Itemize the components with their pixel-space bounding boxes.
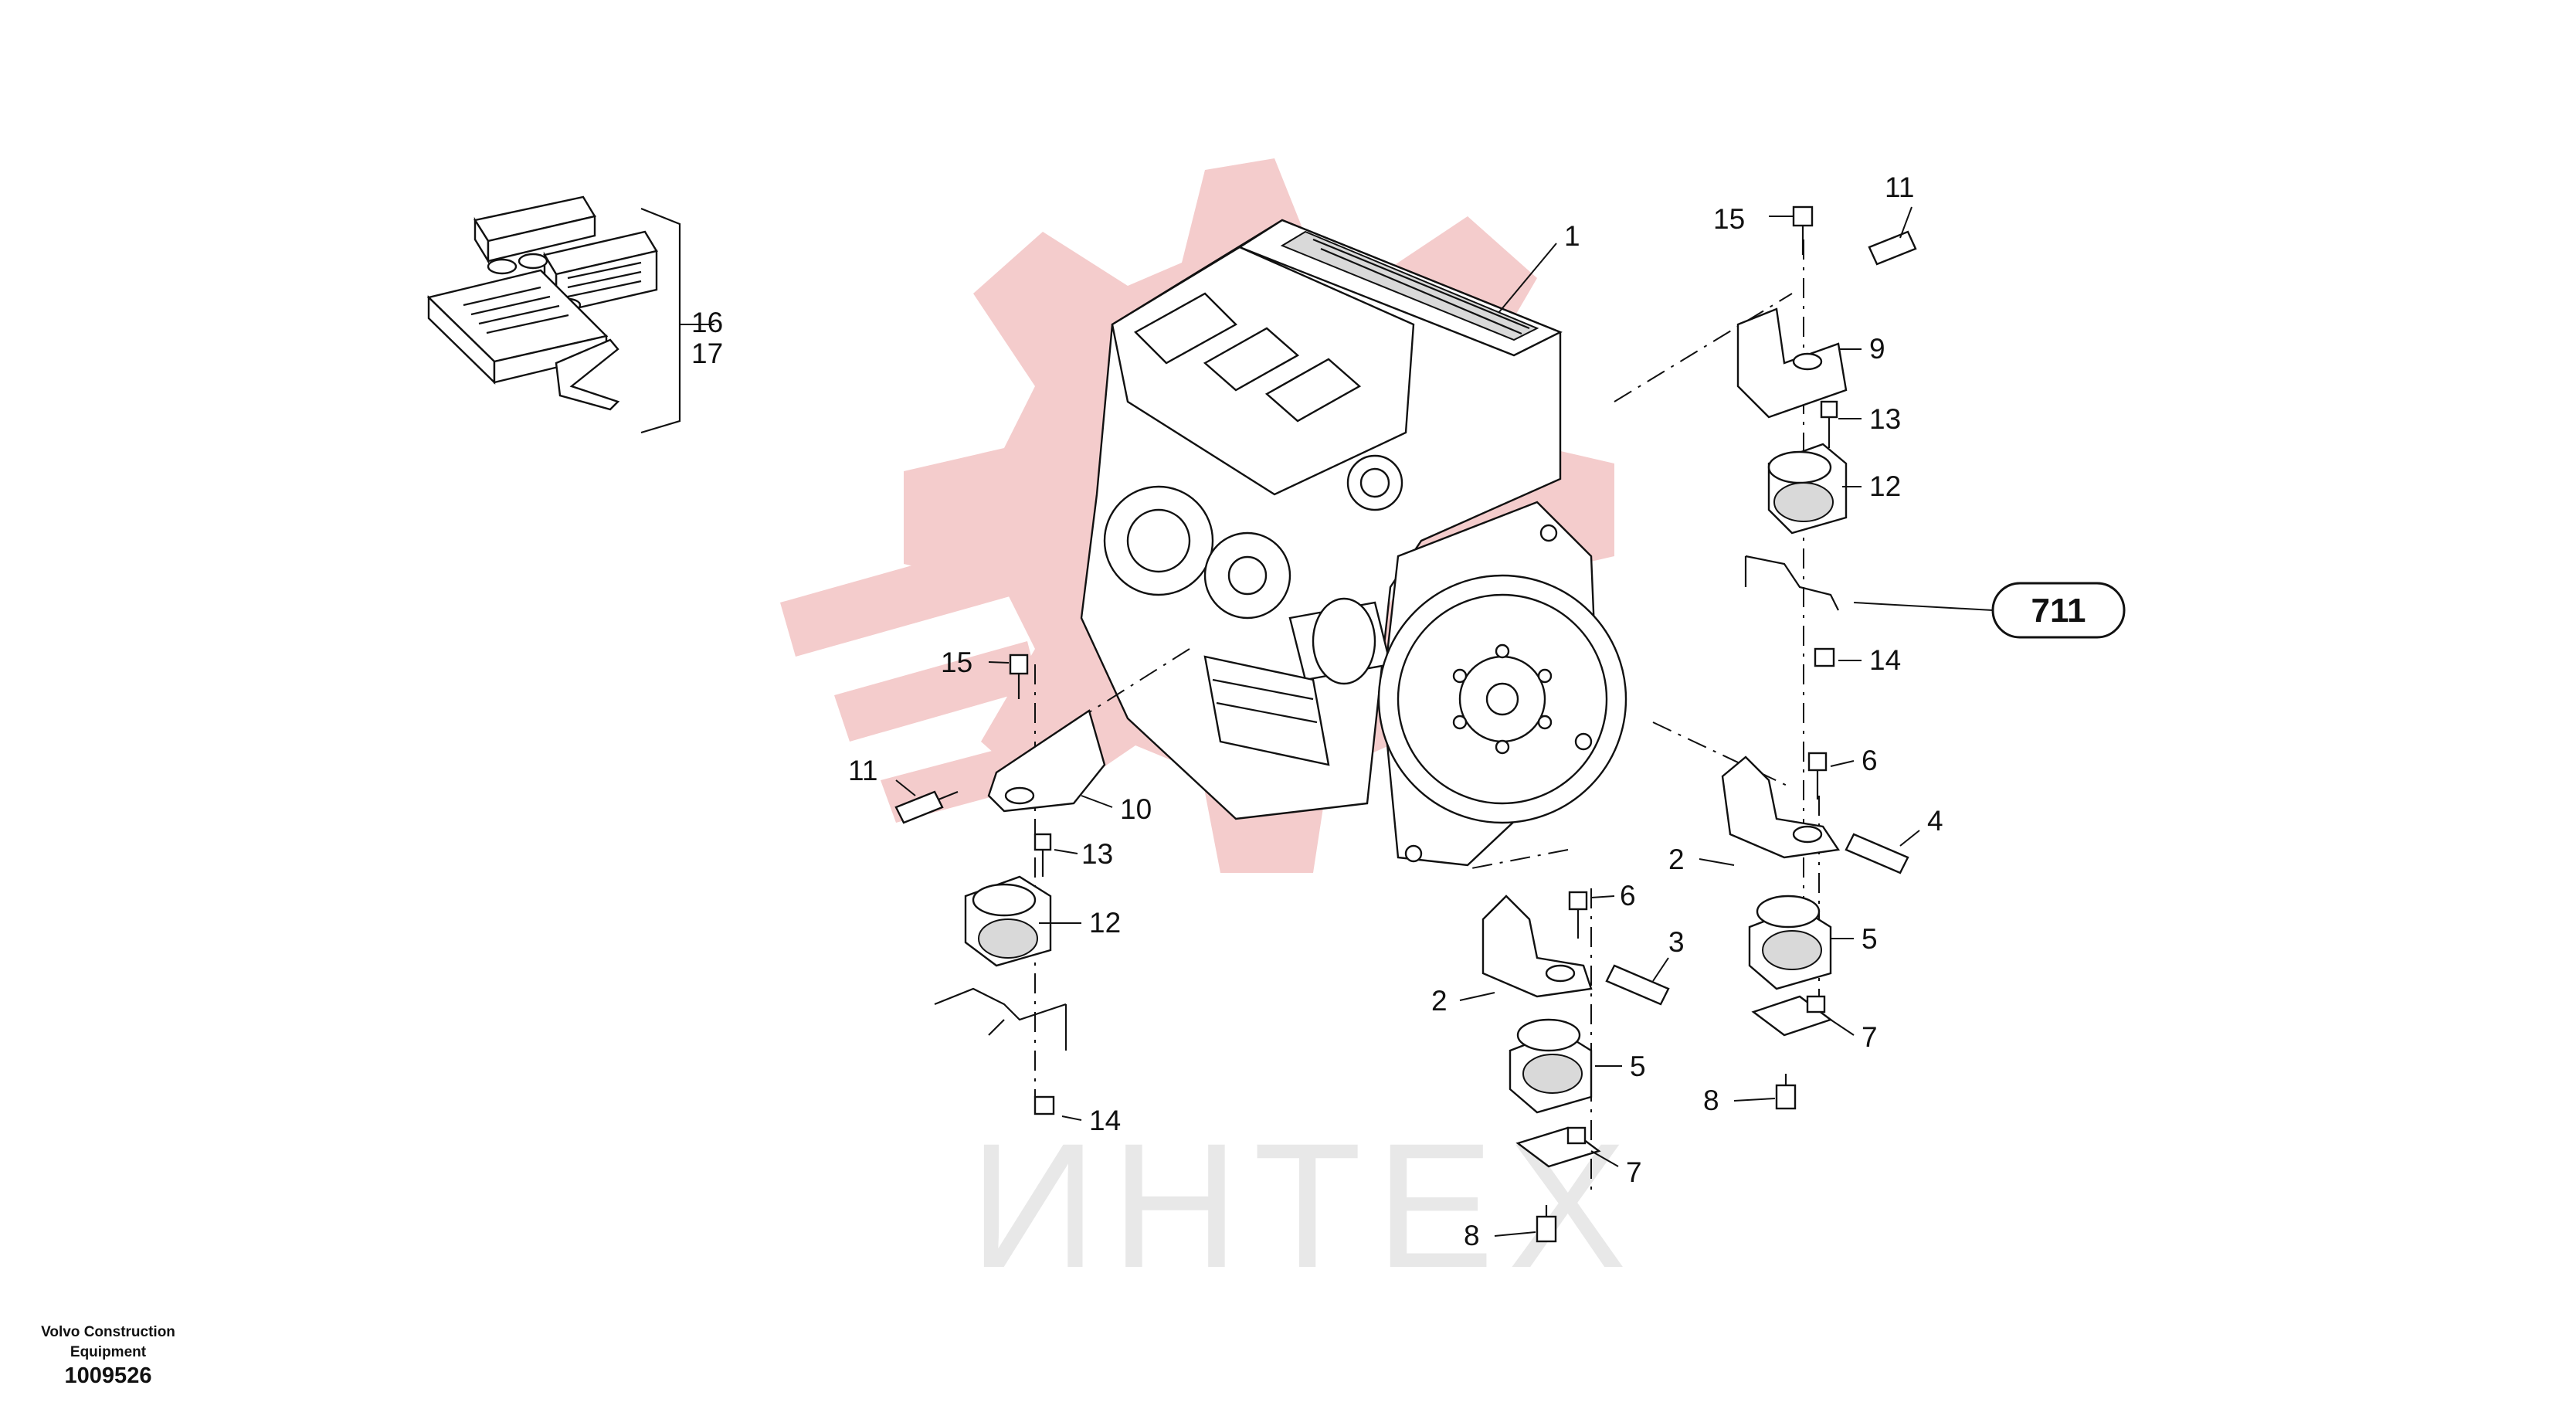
callout-15-upper: 15	[1713, 203, 1745, 235]
document-footer: Volvo Construction Equipment 1009526	[15, 1322, 201, 1389]
callout-14-upper: 14	[1869, 644, 1901, 676]
manufacturer-name-line2: Equipment	[70, 1344, 147, 1360]
callout-7-centre: 7	[1626, 1156, 1642, 1188]
callout-6-centre: 6	[1620, 880, 1636, 912]
callout-labels: 1 15 11 9 13 12 14 16 17 15 11 10 13 12 …	[691, 171, 1943, 1251]
callout-9: 9	[1869, 333, 1885, 365]
right-upper-mount-parts	[1736, 205, 1917, 667]
callout-4: 4	[1927, 805, 1943, 837]
callout-11-upper: 11	[1885, 171, 1914, 203]
centre-lower-mount-parts	[1481, 891, 1670, 1243]
callout-3: 3	[1668, 926, 1685, 958]
callout-5-centre: 5	[1630, 1051, 1646, 1082]
callout-leaders	[895, 206, 1994, 1237]
callout-7-right: 7	[1862, 1021, 1878, 1053]
callout-2-right: 2	[1668, 844, 1685, 875]
callout-14-lower: 14	[1089, 1105, 1121, 1136]
callout-11-lower: 11	[848, 755, 877, 786]
callout-13-upper: 13	[1869, 403, 1901, 435]
callout-13-lower: 13	[1081, 838, 1113, 870]
callout-1: 1	[1564, 220, 1580, 252]
watermark-text: ИНТЕХ	[969, 1106, 1641, 1305]
left-mount-parts	[894, 654, 1106, 1115]
callout-6-right: 6	[1862, 745, 1878, 776]
reference-badge-711[interactable]: 711	[1991, 582, 2126, 639]
callout-10: 10	[1120, 793, 1152, 825]
callout-8-centre: 8	[1464, 1220, 1480, 1251]
callout-8-right: 8	[1703, 1085, 1719, 1116]
service-kit-illustration	[426, 195, 714, 434]
callout-16: 16	[691, 307, 723, 338]
right-lower-mount-parts	[1721, 752, 1909, 1110]
document-number: 1009526	[64, 1363, 152, 1388]
callout-2-centre: 2	[1431, 985, 1448, 1017]
callout-5-right: 5	[1862, 923, 1878, 955]
engine-assembly	[1080, 219, 1627, 867]
callout-12-upper: 12	[1869, 470, 1901, 502]
callout-17: 17	[691, 338, 723, 369]
reference-badge-label: 711	[2031, 592, 2086, 630]
manufacturer-name: Volvo Construction	[41, 1324, 175, 1340]
callout-15-lower: 15	[941, 647, 972, 678]
callout-12-lower: 12	[1089, 907, 1121, 939]
